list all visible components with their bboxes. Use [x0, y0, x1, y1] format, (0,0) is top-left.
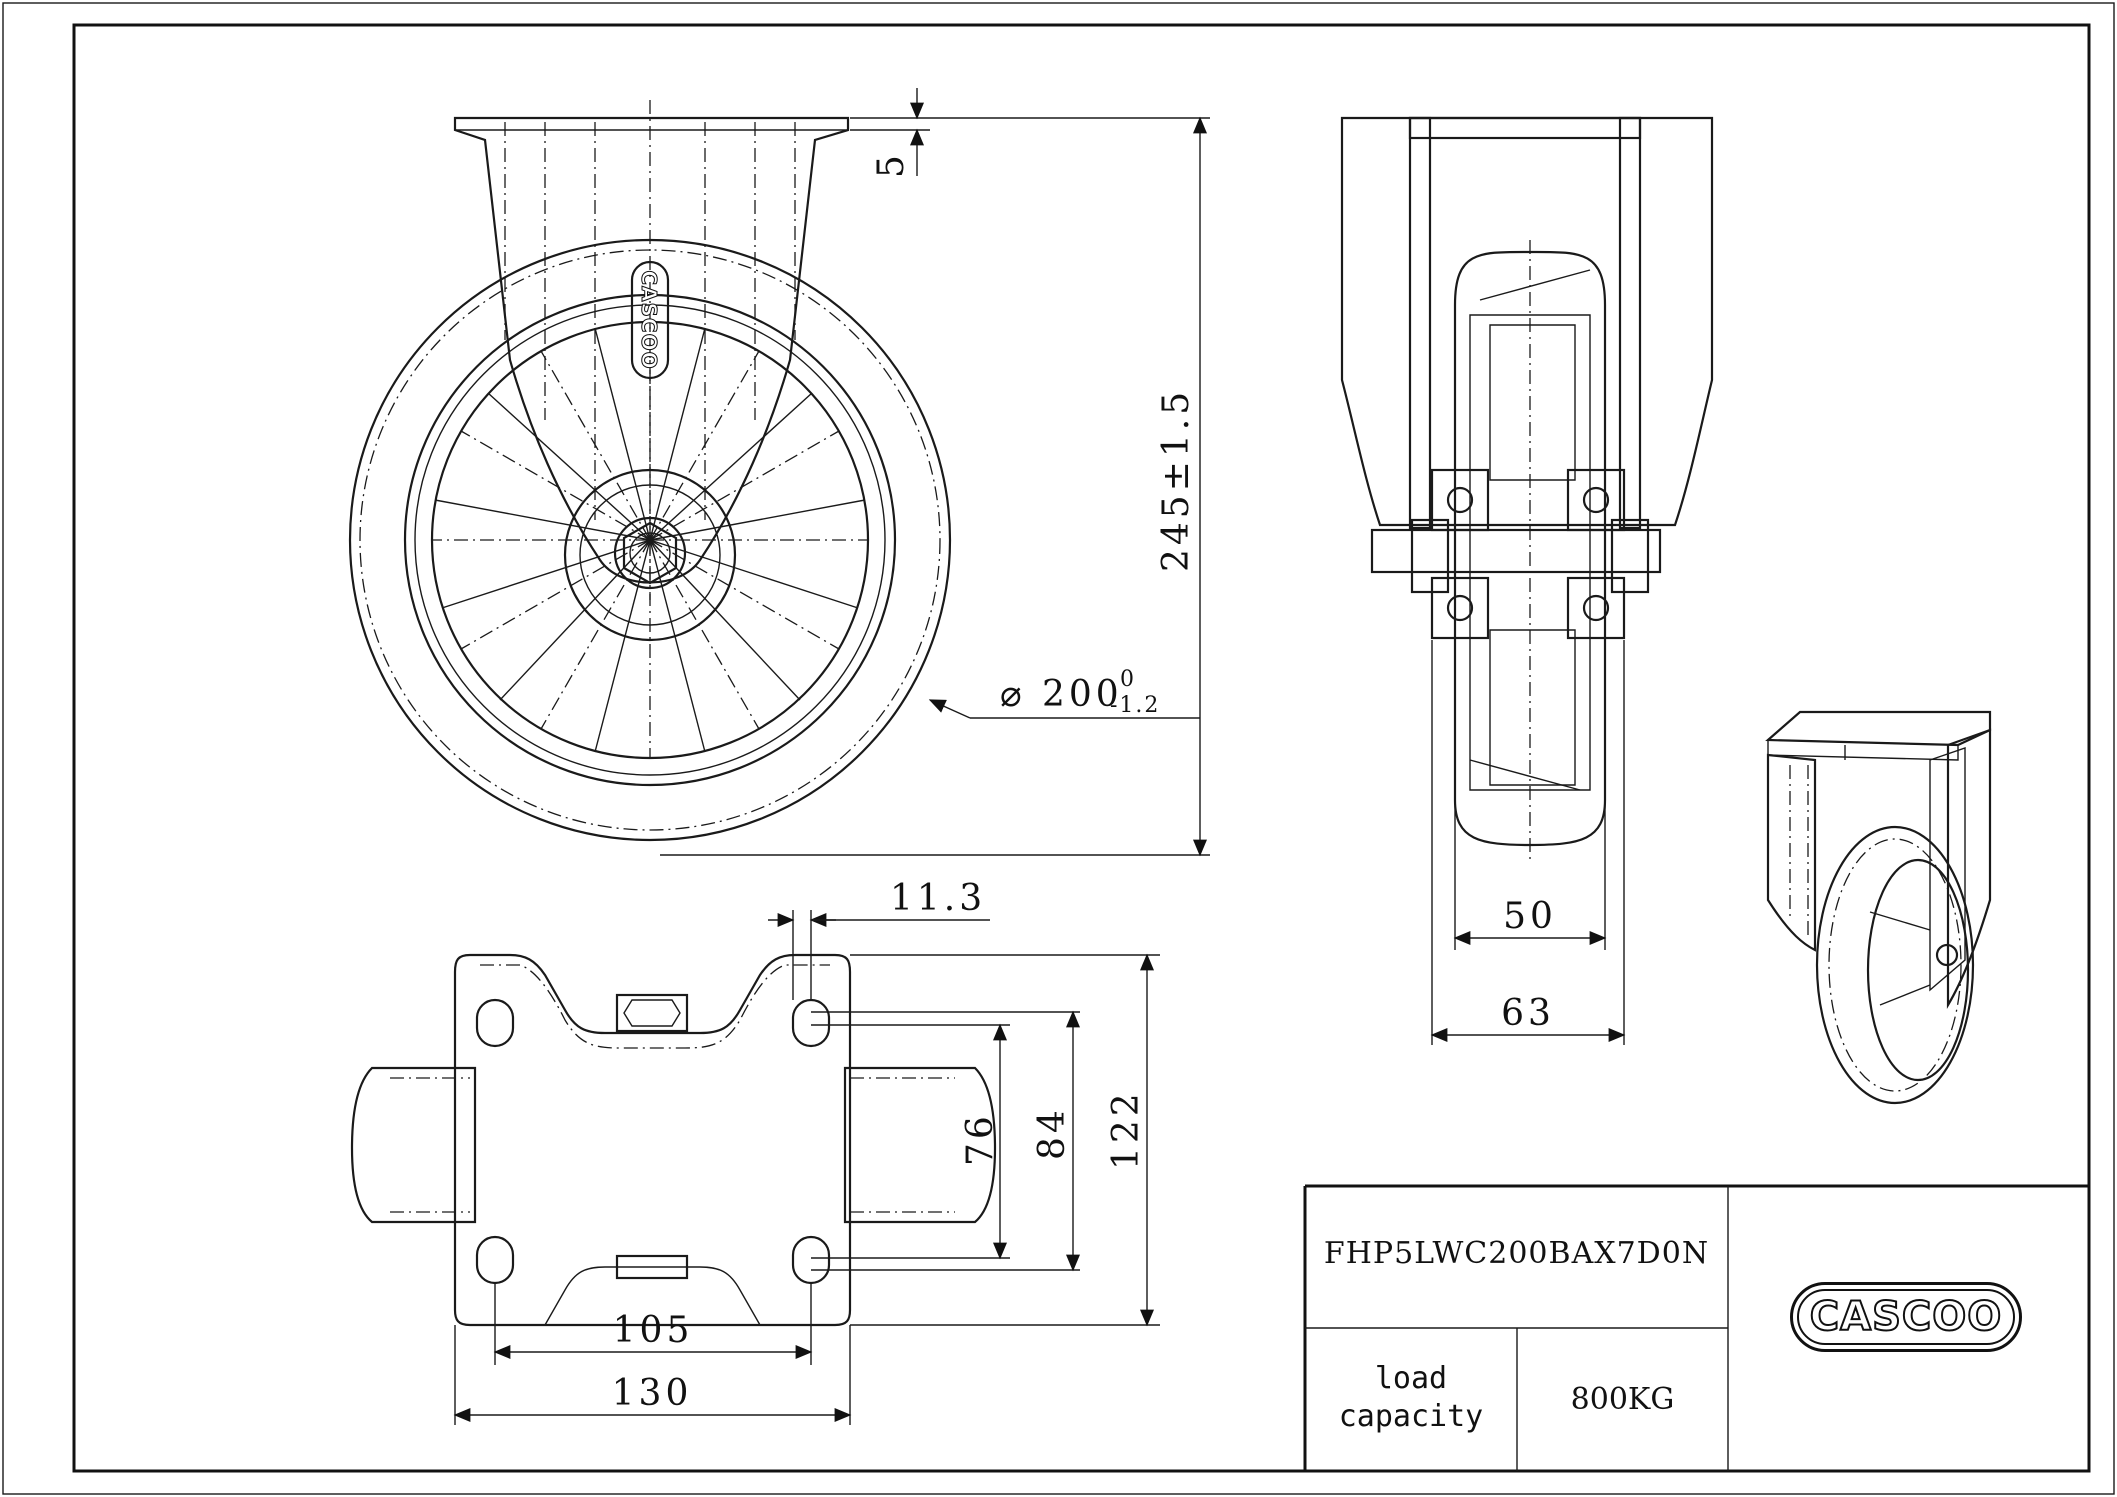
dim-hole-spacing-a: 76 [960, 1112, 1001, 1166]
mount-slot [475, 1235, 515, 1285]
isometric-view [1765, 710, 1992, 1105]
dim-fork-width: 63 [1501, 993, 1555, 1034]
company-logo: CASCOO [1790, 1282, 2022, 1352]
dim-wheel-width: 50 [1503, 896, 1557, 937]
bottom-nut [615, 1254, 689, 1280]
load-label-line1: load [1374, 1361, 1448, 1396]
dim-overall-height: 245±1.5 [1156, 388, 1197, 572]
axle-nut [622, 521, 678, 585]
company-logo-text: CASCOO [1809, 1293, 2003, 1341]
top-nut [615, 993, 689, 1033]
dim-hole-spacing-short: 105 [613, 1310, 694, 1351]
dim-diameter-symbol: ⌀ [1000, 674, 1026, 715]
drawing-frame [72, 23, 2091, 1473]
part-number: FHP5LWC200BAX7D0N [1323, 1236, 1710, 1271]
dim-wheel-tol-lower: -1.2 [1110, 693, 1160, 718]
iso-wheel [1815, 825, 1975, 1105]
dim-wheel-tol-upper: 0 [1120, 667, 1136, 692]
mount-slot [791, 998, 831, 1048]
load-capacity-label: load capacity [1305, 1360, 1517, 1436]
dim-plate-thickness: 5 [871, 151, 912, 178]
mount-slot [475, 998, 515, 1048]
bracket-logo: CASCOO [630, 260, 670, 380]
dim-offset: 11.3 [890, 878, 986, 919]
side-view [1340, 116, 1714, 860]
axle [1370, 528, 1662, 574]
front-view: CASCOO [348, 100, 952, 842]
svg-text:CASCOO: CASCOO [637, 270, 661, 369]
dim-plate-width: 130 [612, 1373, 693, 1414]
load-capacity-value: 800KG [1570, 1382, 1675, 1417]
dim-wheel-diameter: 200 [1042, 674, 1123, 715]
mounting-plate [453, 953, 852, 1327]
side-bracket [1340, 116, 1714, 527]
top-view-dimensions: 11.3 122 84 76 105 130 [453, 878, 1160, 1425]
dim-hole-spacing-b: 84 [1032, 1106, 1073, 1160]
mount-slot [791, 1235, 831, 1285]
title-block [1303, 1184, 2089, 1471]
dim-plate-length: 122 [1106, 1089, 1147, 1170]
load-label-line2: capacity [1338, 1399, 1484, 1434]
side-wheel [1453, 250, 1607, 847]
side-view-dimensions: 50 63 [1430, 640, 1626, 1045]
front-view-dimensions: 5 245±1.5 ⌀ 200 0 -1.2 [660, 88, 1210, 857]
fork-bracket [453, 116, 850, 584]
